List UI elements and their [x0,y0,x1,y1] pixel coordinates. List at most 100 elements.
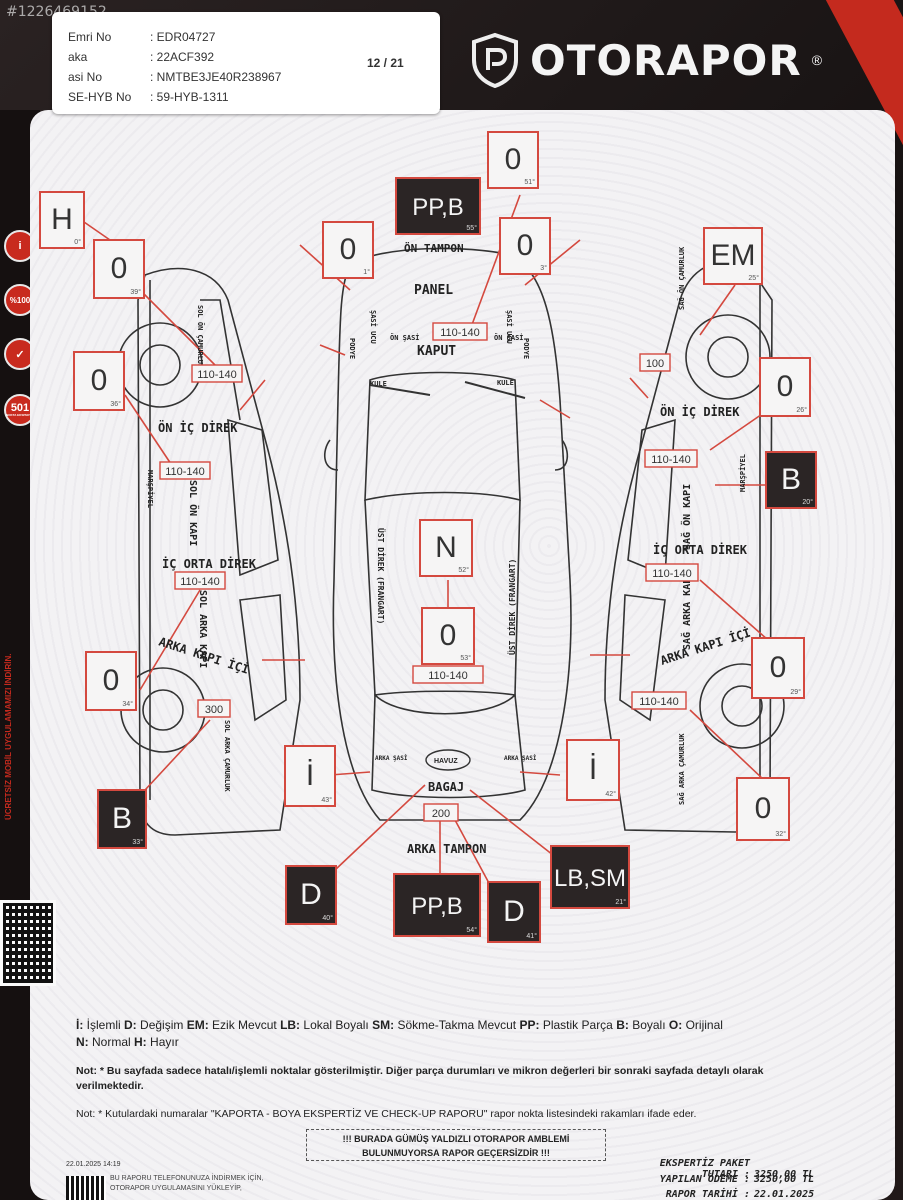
status-box-code: 0 [505,143,522,176]
status-box-frame [759,357,811,417]
status-box: 039° [93,239,145,299]
measurement-value: 200 [432,808,450,820]
measurement-box [644,449,698,468]
measurement-value: 110-140 [652,568,692,580]
status-box-point-number: 42° [605,790,616,798]
measurement-value: 110-140 [639,696,679,708]
status-box-point-number: 0° [74,238,81,246]
label-ust-direk-left: ÜST DİREK (FRANGART) [376,528,386,624]
status-box-point-number: 36° [110,400,121,408]
label-sag-arka-kapi: SAĞ ARKA KAPI [680,572,693,650]
status-box-code: PP,B [411,893,463,920]
status-box: PP,B54° [393,873,481,937]
legend-item: B: Boyalı [616,1018,669,1032]
qr-code [0,900,56,986]
status-box-frame [85,651,137,711]
label-kule-right: KULE [497,379,514,387]
label-podye-right: PODYE [522,338,530,359]
header-card: Emri No: EDR04727 aka: 22ACF392 asi No: … [52,12,440,114]
status-box: 053° [421,607,475,665]
status-box-point-number: 43° [321,796,332,804]
status-box-code: D [503,895,525,928]
measurement-value: 110-140 [651,454,691,466]
status-box-code: İ [306,759,314,792]
shield-logo-icon [472,32,518,88]
status-box-point-number: 53° [460,654,471,662]
status-box: 051° [487,131,539,189]
legend: İ: İşlemli D: Değişim EM: Ezik Mevcut LB… [76,1017,816,1051]
measurement-box [645,563,699,582]
status-box: B20° [765,451,817,509]
status-box-frame [39,191,85,249]
status-box: 032° [736,777,790,841]
measurement-value: 100 [646,358,664,370]
measurement-boxes: 110-140110-140110-140300110-140110-14020… [159,322,699,822]
status-box-frame [550,845,630,909]
status-box: 0 1° [322,221,374,279]
label-on-ic-direk-left: ÖN İÇ DİREK [158,420,238,435]
status-box: İ42° [566,739,620,801]
status-box-code: 0 [111,252,128,285]
status-box-frame [93,239,145,299]
car-outlines [117,247,785,836]
note-faulty-points: Not: * Bu sayfada sadece hatalı/işlemli … [76,1065,764,1092]
status-box-point-number: 29° [790,688,801,696]
status-box: 026° [759,357,811,417]
status-box-frame [703,227,763,285]
status-box-code: LB,SM [554,865,626,892]
legend-item: H: Hayır [134,1035,179,1049]
status-box-code: 0 [340,233,357,266]
status-box-frame [499,217,551,275]
measurement-value: 110-140 [440,327,480,339]
page-number: 12 / 21 [367,56,404,70]
legend-item: EM: Ezik Mevcut [186,1018,281,1032]
status-box-point-number: 21° [615,898,626,906]
status-box: B33° [97,789,147,849]
status-box-code: D [300,878,322,911]
label-marspiyel-right: MARŞPİYEL [738,454,747,492]
label-sasi-ucu-left: ŞASİ UCU [369,310,378,344]
measurement-value: 110-140 [165,466,205,478]
label-podye-left: PODYE [348,338,356,359]
label-havuz: HAVUZ [434,758,458,765]
print-date: 22.01.2025 14:19 [66,1161,121,1168]
status-box-point-number: 1° [363,268,370,276]
label-arka-kapi-ici-right: ARKA KAPI İÇİ [658,625,752,668]
status-box-code: 0 [440,619,457,652]
status-box: LB,SM 21° [550,845,630,909]
status-box-point-number: 51° [524,178,535,186]
label-arka-sasi-left: ARKA ŞASİ [375,755,408,762]
brand-name: OTORAPOR [530,35,802,85]
status-box-point-number: 20° [802,498,813,506]
status-box-frame [284,745,336,807]
label-marspiyel-left: MARŞPİYEL [146,470,155,508]
status-box-point-number: 34° [122,700,133,708]
status-box-frame [487,881,541,943]
measurement-value: 110-140 [428,670,468,682]
status-box-frame [765,451,817,509]
label-on-tampon: ÖN TAMPON [404,241,464,255]
row-order-no: Emri No: EDR04727 [68,30,216,44]
status-box-point-number: 41° [526,932,537,940]
measurement-box [631,691,687,710]
row-plate: aka: 22ACF392 [68,50,215,64]
status-box-frame [419,519,473,577]
status-box-point-number: 33° [132,838,143,846]
label-on-ic-direk-right: ÖN İÇ DİREK [660,404,740,419]
measurement-box [412,665,484,684]
label-arka-tampon: ARKA TAMPON [407,842,486,856]
status-box-code: B [781,463,801,496]
status-box-code: H [51,203,73,236]
label-sasi-ucu-right: ŞASİ UCU [505,310,514,344]
row-chassis: asi No: NMTBE3JE40R238967 [68,70,282,84]
status-box-code: 0 [755,792,772,825]
measurement-value: 110-140 [180,576,220,588]
status-box-point-number: 40° [322,914,333,922]
status-box-point-number: 25° [748,274,759,282]
legend-item: N: Normal [76,1035,135,1049]
status-box: H0° [39,191,85,249]
status-box-code: PP,B [412,194,464,221]
status-box-code: 0 [103,664,120,697]
status-box-code: 0 [777,370,794,403]
